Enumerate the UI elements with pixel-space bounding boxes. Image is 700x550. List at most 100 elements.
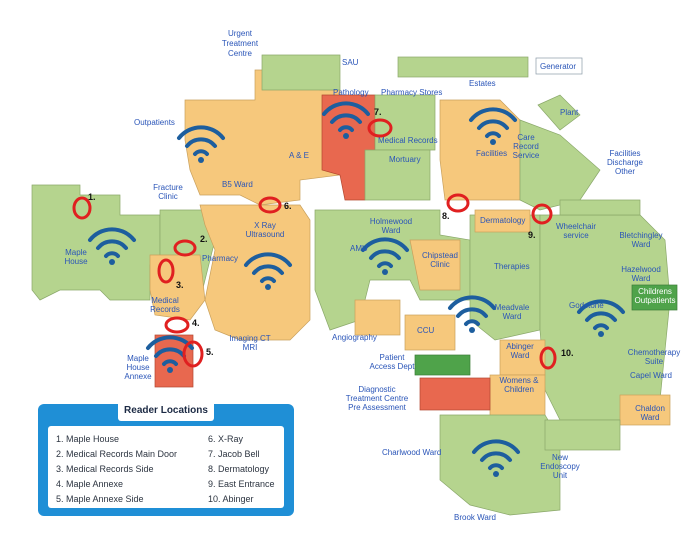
building-ccu — [404, 314, 456, 351]
svg-text:6.: 6. — [284, 201, 292, 211]
label-godstone: Godstone — [569, 301, 604, 310]
building-pharmacy-stores — [374, 94, 436, 151]
label-amu: AMU — [350, 244, 368, 253]
label-dermatology: Dermatology — [480, 216, 525, 225]
building-childrens-outpatients — [631, 284, 678, 311]
building-east — [539, 214, 671, 421]
marker-5[interactable]: 5. — [182, 340, 214, 368]
legend-left-column: 1. Maple House 2. Medical Records Main D… — [56, 432, 177, 507]
label-medical-records-top: Medical Records — [378, 136, 438, 145]
marker-2[interactable]: 2. — [173, 234, 208, 257]
svg-text:Womens &Children: Womens &Children — [500, 376, 540, 394]
svg-text:1.: 1. — [88, 192, 96, 202]
building-sau — [261, 54, 341, 91]
svg-text:8.: 8. — [442, 211, 450, 221]
svg-text:2.: 2. — [200, 234, 208, 244]
wifi-icon — [577, 299, 625, 337]
label-estates: Estates — [469, 79, 496, 88]
svg-text:5.: 5. — [206, 347, 214, 357]
reader-locations-legend: Reader Locations 1. Maple House 2. Medic… — [38, 401, 294, 516]
label-mortuary: Mortuary — [389, 155, 421, 164]
label-generator: Generator — [540, 62, 576, 71]
wifi-icon — [472, 439, 520, 477]
building-plant — [537, 94, 581, 131]
label-urgent-treatment-1: Urgent — [228, 29, 253, 38]
legend-item: 6. X-Ray — [208, 434, 244, 444]
building-mortuary — [364, 149, 431, 201]
building-medical-records — [149, 254, 206, 321]
legend-item: 4. Maple Annexe — [56, 479, 124, 489]
label-plant: Plant — [560, 108, 579, 117]
legend-title: Reader Locations — [118, 401, 214, 421]
svg-text:7.: 7. — [374, 107, 382, 117]
legend-item: 9. East Entrance — [208, 479, 275, 489]
marker-3[interactable]: 3. — [157, 258, 184, 290]
marker-1[interactable]: 1. — [72, 192, 96, 220]
building-estates — [397, 56, 529, 78]
label-outpatients: Outpatients — [134, 118, 175, 127]
marker-8[interactable]: 8. — [442, 193, 470, 221]
building-angiography — [354, 299, 401, 336]
label-ccu: CCU — [417, 326, 435, 335]
wifi-icon — [244, 252, 292, 290]
marker-9[interactable]: 9. — [528, 203, 553, 240]
building-generator — [535, 57, 583, 75]
legend-item: 5. Maple Annexe Side — [56, 494, 144, 504]
label-angiography: Angiography — [332, 333, 377, 342]
legend-item: 1. Maple House — [56, 434, 120, 444]
wifi-icon — [322, 101, 370, 139]
building-dermatology — [474, 209, 531, 233]
legend-right-column: 6. X-Ray 7. Jacob Bell 8. Dermatology 9.… — [208, 432, 275, 507]
building-chaldon — [619, 394, 671, 426]
label-pathology: Pathology — [333, 88, 369, 97]
building-patient-access — [414, 354, 471, 376]
legend-item: 3. Medical Records Side — [56, 464, 154, 474]
label-pharmacy: Pharmacy — [202, 254, 238, 263]
legend-item: 8. Dermatology — [208, 464, 270, 474]
label-capel-ward: Capel Ward — [630, 371, 672, 380]
label-b5-ward: B5 Ward — [222, 180, 253, 189]
building-chipstead — [409, 239, 461, 291]
marker-6[interactable]: 6. — [258, 196, 292, 214]
wifi-icon — [177, 125, 225, 163]
building-bletchingley — [559, 199, 641, 216]
wifi-icon — [469, 107, 517, 145]
label-a-and-e: A & E — [289, 151, 309, 160]
marker-10[interactable]: 10. — [539, 346, 574, 370]
wifi-icons — [88, 101, 625, 477]
label-facilities: Facilities — [476, 149, 507, 158]
building-maple-house — [31, 184, 161, 301]
svg-text:3.: 3. — [176, 280, 184, 290]
wifi-icon — [448, 295, 496, 333]
wifi-icon — [361, 237, 409, 275]
legend-item: 10. Abinger — [208, 494, 254, 504]
label-urgent-treatment-3: Centre — [228, 49, 253, 58]
building-endoscopy — [544, 419, 621, 451]
wifi-icon — [88, 227, 136, 265]
legend-list: 1. Maple House 2. Medical Records Main D… — [48, 426, 284, 508]
building-dtc — [419, 377, 491, 411]
svg-text:10.: 10. — [561, 348, 574, 358]
label-therapies: Therapies — [494, 262, 530, 271]
label-brook-ward: Brook Ward — [454, 513, 496, 522]
marker-7[interactable]: 7. — [367, 107, 393, 138]
building-abinger — [499, 339, 546, 376]
marker-4[interactable]: 4. — [164, 316, 200, 334]
